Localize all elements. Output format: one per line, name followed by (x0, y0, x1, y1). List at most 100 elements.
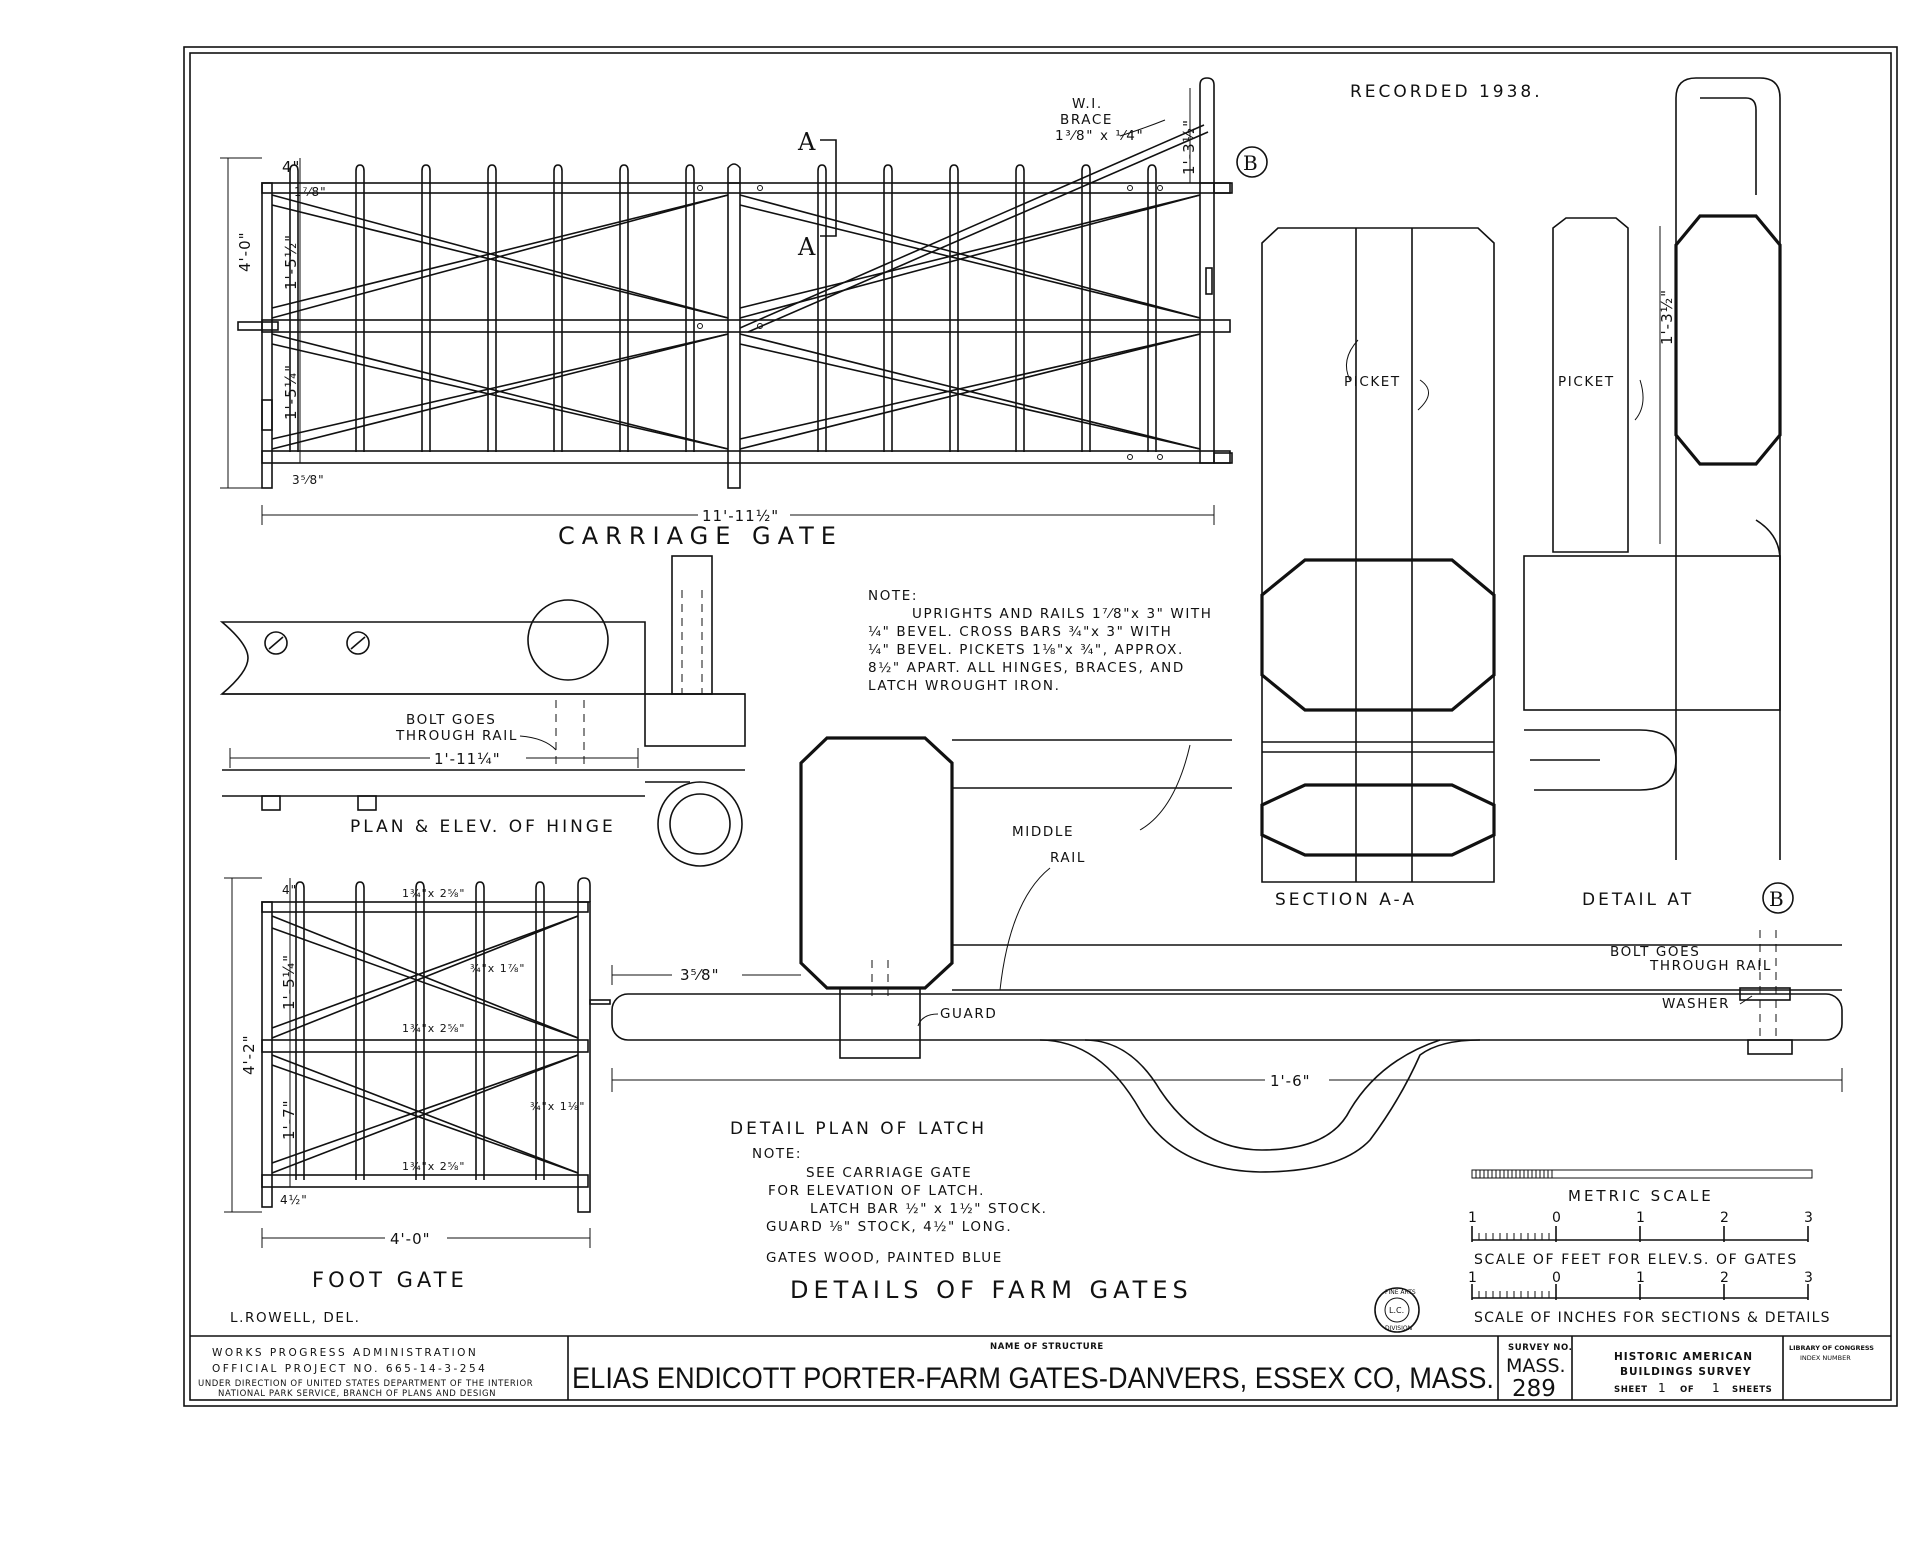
section-a-picket-label: PICKET (1344, 374, 1401, 390)
carriage-gate-picket (1015, 164, 1025, 452)
carriage-gate-cross-braces (271, 194, 1201, 450)
detail-b-dim: 1'-3½" (1658, 289, 1676, 345)
latch-guard-label: GUARD (940, 1006, 997, 1022)
svg-text:SEE CARRIAGE GATE: SEE CARRIAGE GATE (806, 1165, 972, 1181)
survey-number: 289 (1512, 1376, 1556, 1402)
wpa-line-3: UNDER DIRECTION OF UNITED STATES DEPARTM… (198, 1379, 533, 1389)
latch-bar-bend (1039, 1039, 1481, 1173)
carriage-gate-picket (817, 164, 827, 452)
hinge-plate-lower (261, 399, 273, 431)
sheet-border-outer (183, 46, 1898, 1407)
carriage-gate-picket (553, 164, 563, 452)
svg-text:SHEETS: SHEETS (1732, 1385, 1772, 1395)
foot-dim-upper: 1'-5¼" (280, 954, 298, 1010)
hinge-dim: 1'-11¼" (434, 750, 501, 768)
metric-scale-ticks (1471, 1170, 1553, 1178)
brace-label-line2: BRACE (1060, 112, 1113, 128)
habs-line-1: HISTORIC AMERICAN (1614, 1351, 1753, 1363)
loc-line-2: INDEX NUMBER (1800, 1354, 1851, 1362)
habs-line-2: BUILDINGS SURVEY (1620, 1366, 1751, 1378)
svg-text:OF: OF (1680, 1385, 1694, 1395)
svg-text:LATCH BAR ½" x 1½" STOCK.: LATCH BAR ½" x 1½" STOCK. (810, 1201, 1048, 1217)
paint-note: GATES WOOD, PAINTED BLUE (766, 1250, 1003, 1266)
latch-dim-left: 3⁵⁄8" (680, 966, 720, 984)
latch-dim-total: 1'-6" (1270, 1072, 1311, 1090)
center-stile-cap (727, 163, 741, 183)
brace-label-line1: W.I. (1072, 96, 1103, 112)
hinge-pin-plan (527, 599, 609, 681)
hinge-plan-elevation: 1'-11¼" BOLT GOES THROUGH RAIL PLAN & EL… (219, 555, 746, 867)
section-a-title: SECTION A-A (1275, 890, 1417, 910)
latch-bolt-plate (1747, 1039, 1793, 1055)
svg-text:¼" BEVEL. CROSS BARS ¾"x 3" WI: ¼" BEVEL. CROSS BARS ¾"x 3" WITH (868, 624, 1172, 640)
carriage-gate-picket (1081, 164, 1091, 452)
carriage-gate-picket (487, 164, 497, 452)
svg-text:FINE ARTS: FINE ARTS (1385, 1289, 1416, 1296)
hinge-bolt-label-2: THROUGH RAIL (395, 728, 518, 744)
carriage-gate-picket (421, 164, 431, 452)
svg-text:FOR ELEVATION OF LATCH.: FOR ELEVATION OF LATCH. (768, 1183, 985, 1199)
feet-scale-title: SCALE OF FEET FOR ELEV.S. OF GATES (1474, 1252, 1798, 1268)
foot-gate-picket (475, 881, 485, 1180)
title-block: WORKS PROGRESS ADMINISTRATION OFFICIAL P… (190, 1335, 1891, 1402)
latch-guard (839, 987, 921, 1059)
svg-text:LATCH WROUGHT IRON.: LATCH WROUGHT IRON. (868, 678, 1061, 694)
latch-middle-label-2: RAIL (1050, 850, 1086, 866)
foot-gate-picket (355, 881, 365, 1180)
foot-gate-post-cap (577, 877, 591, 902)
svg-text:A: A (797, 233, 816, 261)
hinge-screw-2 (346, 631, 370, 655)
carriage-gate-wi-brace (739, 124, 1209, 333)
foot-gate-picket (415, 881, 425, 1180)
loc-line-1: LIBRARY OF CONGRESS (1789, 1344, 1874, 1352)
section-a-rail-lower (1260, 783, 1496, 857)
foot-dim-bottom: 4½" (280, 1193, 308, 1207)
survey-heading: SURVEY NO. (1508, 1343, 1572, 1353)
svg-text:SHEET: SHEET (1614, 1385, 1648, 1395)
carriage-gate-center-stile (727, 182, 741, 489)
structure-name: ELIAS ENDICOTT PORTER-FARM GATES-DANVERS… (572, 1362, 1494, 1395)
drawing-title: DETAILS OF FARM GATES (790, 1276, 1193, 1304)
svg-text:B: B (1769, 887, 1784, 911)
section-a-a: PICKET SECTION A-A (1260, 227, 1496, 910)
scale-tick-label: 1 (1468, 1270, 1477, 1286)
dim-lower-bay: 1'-5¼" (282, 364, 300, 420)
inch-scale-title: SCALE OF INCHES FOR SECTIONS & DETAILS (1474, 1310, 1831, 1326)
fine-arts-stamp: FINE ARTS L.C. DIVISION (1374, 1287, 1420, 1333)
detail-b-stile (1523, 555, 1781, 711)
carriage-gate-title: CARRIAGE GATE (558, 522, 843, 550)
carriage-gate-picket (355, 164, 365, 452)
wpa-line-2: OFFICIAL PROJECT NO. 665-14-3-254 (212, 1363, 487, 1375)
metric-scale-title: METRIC SCALE (1568, 1187, 1714, 1205)
latch-washer (1739, 987, 1791, 1001)
survey-state: MASS. (1506, 1355, 1566, 1377)
hinge-bolt-b (357, 795, 377, 811)
dim-bottom: 3⁵⁄8" (292, 473, 325, 487)
hinge-post-plan (671, 555, 713, 695)
hinge-eye-outer (657, 781, 743, 867)
dim-width: 11'-11½" (702, 507, 779, 525)
foot-dim-height: 4'-2" (240, 1034, 258, 1075)
foot-gate-title: FOOT GATE (312, 1268, 468, 1292)
scale-tick-label: 1 (1636, 1210, 1645, 1226)
carriage-gate-picket (883, 164, 893, 452)
detail-b-rail-section (1674, 214, 1782, 466)
hinge-screw-1 (264, 631, 288, 655)
foot-dim-rail-b: 1¾"x 2⅝" (402, 1022, 465, 1035)
carriage-gate-picket (685, 164, 695, 452)
foot-dim-brace-a: ¾"x 1⅞" (470, 962, 525, 975)
svg-text:1: 1 (1658, 1381, 1666, 1395)
scale-tick-label: 0 (1552, 1270, 1561, 1286)
carriage-gate-hinge-stile (261, 182, 273, 489)
section-a-picket-outline (1261, 227, 1495, 883)
carriage-gate-end-post (1199, 77, 1215, 183)
foot-dim-lower: 1'-7" (280, 1099, 298, 1140)
svg-text:A: A (797, 128, 816, 156)
metric-scale-bar (1471, 1169, 1813, 1179)
carriage-gate-latch-stile (1199, 182, 1215, 464)
latch-middle-rail-section (799, 736, 954, 990)
svg-text:1: 1 (1712, 1381, 1720, 1395)
wpa-line-4: NATIONAL PARK SERVICE, BRANCH OF PLANS A… (218, 1389, 496, 1399)
